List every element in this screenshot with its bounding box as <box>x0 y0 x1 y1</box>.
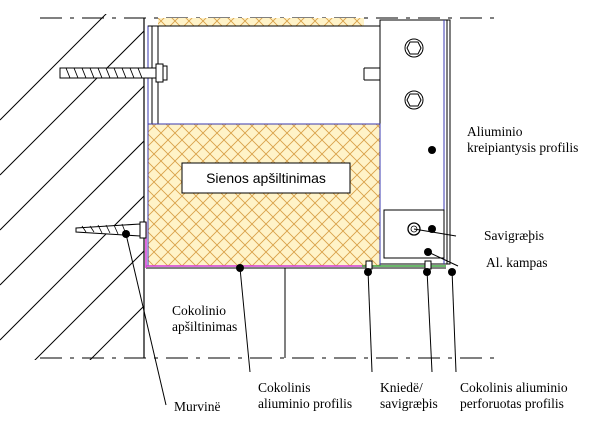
plinth-perforated-profile-label: Cokolinis aliuminio perforuotas profilis <box>460 380 571 411</box>
top-bracket <box>147 25 381 125</box>
leader-dots <box>122 146 456 276</box>
bolt-icon-upper <box>404 38 424 58</box>
upper-insulation-strip <box>158 18 364 26</box>
wall-hatch <box>0 14 144 360</box>
wall-insulation-block <box>147 123 381 267</box>
rivet-icon-right <box>424 260 432 270</box>
dowel-label: Murvinë <box>174 399 221 414</box>
al-corner-label: Al. kampas <box>486 255 548 270</box>
bolt-icon-lower <box>404 90 424 110</box>
dowel-icon <box>75 221 147 239</box>
self-tapping-screw-label: Savigræþis <box>484 228 544 243</box>
leader-lines <box>125 228 459 406</box>
wall-insulation-label-box <box>181 162 351 194</box>
aluminium-guide-profile-label: Aliuminio kreipiantysis profilis <box>467 124 578 155</box>
plinth-aluminium-profile-label: Cokolinis aliuminio profilis <box>258 380 352 411</box>
rivet-screw-label: Kniedë/ savigræþis <box>380 380 438 411</box>
plinth-insulation-label: Cokolinio apšiltinimas <box>172 303 237 334</box>
anchor-bolt <box>59 63 168 83</box>
al-corner <box>383 209 445 259</box>
wall-insulation-label: Sienos apšiltinimas <box>206 170 326 186</box>
rivet-icon-left <box>365 260 373 270</box>
